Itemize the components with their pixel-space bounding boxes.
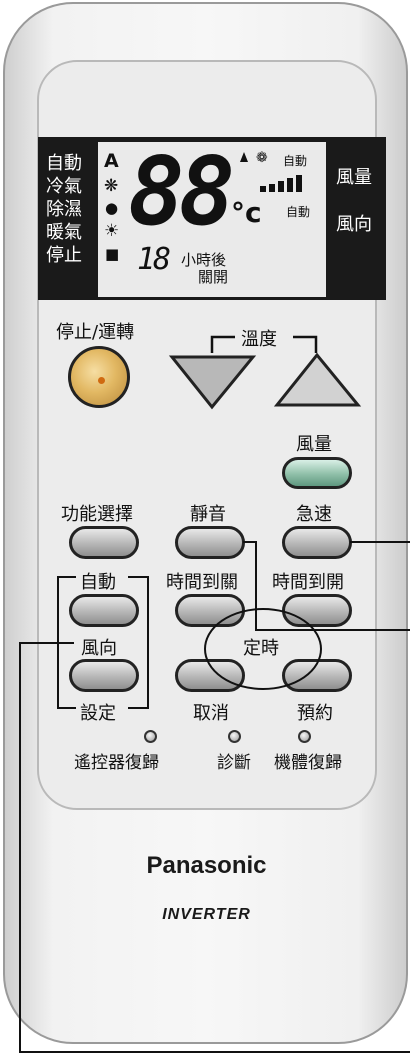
swing-auto-label: 自動 xyxy=(286,205,311,219)
temperature-up-button[interactable] xyxy=(273,352,362,407)
mode-label-heat: 暖氣 xyxy=(46,222,82,243)
stop-mode-icon: ■ xyxy=(105,245,120,263)
swing-up-button[interactable] xyxy=(69,594,139,627)
lcd-fan-label: 風量 xyxy=(336,167,372,188)
timer-digits: 18 xyxy=(137,242,171,277)
fan-auto-label: 自動 xyxy=(283,154,308,168)
fan-level-bar xyxy=(260,186,266,192)
swing-group-bottom-label: 設定 xyxy=(80,703,116,724)
mode-label-auto: 自動 xyxy=(46,153,82,174)
temperature-label: 溫度 xyxy=(241,329,277,350)
fan-speed-label: 風量 xyxy=(296,434,332,455)
power-button[interactable] xyxy=(68,346,130,408)
fan-level-bar xyxy=(278,181,284,192)
fan-speed-button[interactable] xyxy=(282,457,352,489)
unit-reset-label: 機體復歸 xyxy=(274,753,342,773)
mode-label-dry: 除濕 xyxy=(46,199,82,220)
remote-reset-hole[interactable] xyxy=(144,730,157,743)
swing-group-top-label: 自動 xyxy=(80,572,116,593)
quiet-button[interactable] xyxy=(175,526,245,559)
mode-label-cool: 冷氣 xyxy=(46,176,82,197)
lcd-screen xyxy=(98,142,326,297)
set-label: 預約 xyxy=(297,703,333,724)
heat-mode-icon: ☀ xyxy=(104,221,120,241)
function-select-button[interactable] xyxy=(69,526,139,559)
fan-level-bar xyxy=(269,184,275,192)
diagnosis-hole[interactable] xyxy=(228,730,241,743)
fan-level-bar xyxy=(296,175,302,192)
power-label: 停止/運轉 xyxy=(56,322,135,343)
swing-group-mid-label: 風向 xyxy=(81,638,117,659)
mode-label-stop: 停止 xyxy=(46,245,82,266)
cancel-label: 取消 xyxy=(193,703,229,724)
dry-mode-icon: ● xyxy=(105,199,119,217)
unit-reset-hole[interactable] xyxy=(298,730,311,743)
temperature-down-button[interactable] xyxy=(168,355,257,410)
timer-hours-label: 小時後 xyxy=(181,251,227,269)
off-timer-label: 時間到關 xyxy=(166,572,238,593)
temperature-controls xyxy=(168,335,362,410)
diagnosis-label: 診斷 xyxy=(217,753,251,773)
brand-logo: Panasonic xyxy=(146,852,267,879)
lcd-swing-label: 風向 xyxy=(336,214,372,235)
inverter-logo: INVERTER xyxy=(162,906,251,923)
auto-mode-icon: A xyxy=(104,150,119,172)
timer-offon-label: 關開 xyxy=(198,268,229,286)
on-timer-label: 時間到開 xyxy=(272,572,344,593)
remote-reset-label: 遙控器復歸 xyxy=(74,753,159,773)
cool-mode-icon: ❋ xyxy=(104,176,119,196)
powerful-label: 急速 xyxy=(296,504,332,525)
off-timer-button[interactable] xyxy=(175,594,245,627)
temperature-digits: 88 xyxy=(128,138,235,247)
fan-icon: ❁ xyxy=(256,150,268,166)
celsius-unit: °c xyxy=(231,196,262,229)
fan-level-bar xyxy=(287,178,293,192)
swing-down-button[interactable] xyxy=(69,659,139,692)
quiet-label: 靜音 xyxy=(190,504,226,525)
function-select-label: 功能選擇 xyxy=(61,504,133,525)
indicator-arrow-icon xyxy=(240,152,248,162)
timer-group-label: 定時 xyxy=(243,638,279,659)
power-indicator-dot xyxy=(98,377,105,384)
